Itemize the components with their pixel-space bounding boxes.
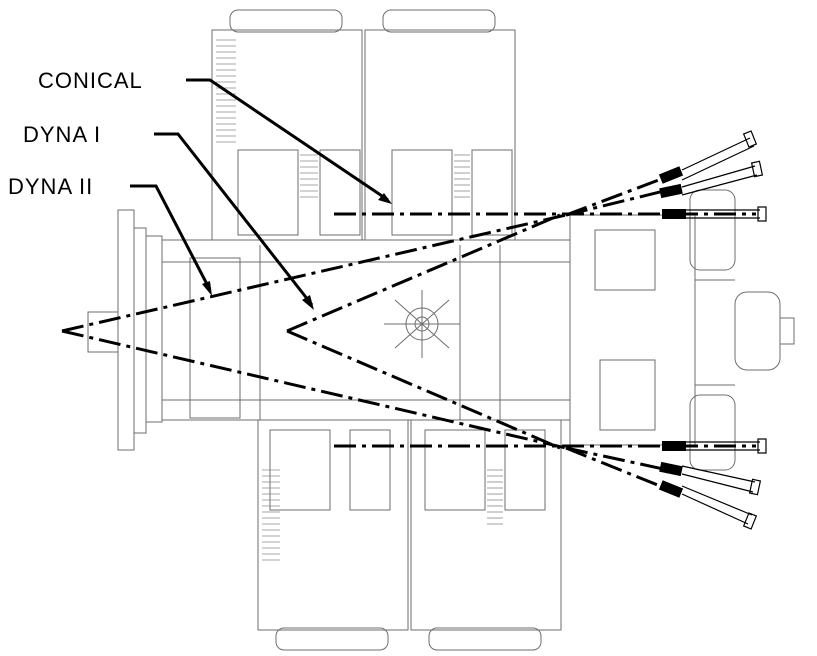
crankcase — [161, 239, 571, 421]
accessory-section — [569, 189, 795, 471]
arrowhead-dyna-ii — [202, 281, 212, 296]
dyna-i-line-lower — [286, 329, 561, 450]
propeller-flange — [87, 209, 163, 451]
label-conical: CONICAL — [38, 68, 143, 93]
label-dyna-i: DYNA I — [23, 122, 102, 147]
leader-dyna-i — [154, 132, 314, 306]
leaders — [130, 78, 389, 306]
cylinder-fins — [216, 39, 503, 561]
mount-bolts — [681, 130, 767, 530]
mount-leg-upper-2 — [565, 188, 669, 217]
mount-isolators — [658, 166, 686, 498]
mount-leg-lower-2 — [565, 446, 671, 492]
leader-arrowheads — [202, 193, 392, 310]
dyna-i-line-upper — [286, 213, 561, 333]
mount-leg-lower-1 — [565, 446, 669, 472]
leader-dyna-ii — [130, 184, 212, 291]
distributor — [384, 290, 460, 358]
isolator-lower-2 — [659, 461, 683, 477]
isolator-lower-1 — [662, 441, 686, 451]
lower-cylinders — [257, 419, 562, 651]
isolator-upper-2 — [659, 183, 683, 199]
isolator-lower-3 — [658, 480, 684, 498]
dyna-ii-line-upper — [61, 213, 567, 333]
engine-outline — [87, 9, 795, 651]
mount-leg-upper-1 — [565, 173, 673, 217]
arrowhead-conical — [378, 193, 392, 204]
isolator-upper-3 — [662, 209, 686, 219]
upper-cylinders — [211, 9, 516, 241]
dyna-ii-line-lower — [61, 329, 567, 450]
leader-conical — [186, 78, 389, 202]
isolator-upper-1 — [658, 166, 684, 184]
arrowhead-dyna-i — [302, 295, 314, 310]
label-dyna-ii: DYNA II — [8, 174, 94, 199]
